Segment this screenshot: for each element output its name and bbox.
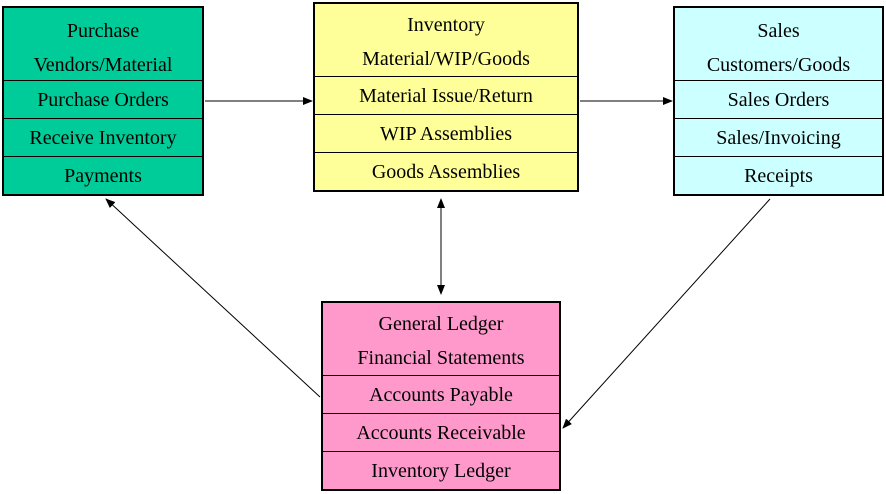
ledger-row: Accounts Payable bbox=[323, 375, 559, 413]
purchase-title: Purchase bbox=[66, 20, 140, 42]
purchase-header: Purchase Vendors/Material bbox=[4, 8, 202, 80]
arrow-ledger-to-purchase bbox=[105, 198, 321, 398]
arrow-sales-to-ledger bbox=[562, 198, 771, 429]
ledger-title: General Ledger bbox=[378, 313, 504, 335]
ledger-box: General Ledger Financial Statements Acco… bbox=[321, 301, 561, 491]
inventory-row: Material Issue/Return bbox=[315, 76, 577, 114]
purchase-box: Purchase Vendors/Material Purchase Order… bbox=[2, 6, 204, 196]
sales-row: Sales/Invoicing bbox=[675, 118, 882, 156]
purchase-row: Receive Inventory bbox=[4, 118, 202, 156]
inventory-box: Inventory Material/WIP/Goods Material Is… bbox=[313, 2, 579, 192]
inventory-subtitle: Material/WIP/Goods bbox=[362, 48, 530, 70]
sales-box: Sales Customers/Goods Sales Orders Sales… bbox=[673, 6, 884, 196]
sales-row: Sales Orders bbox=[675, 80, 882, 118]
sales-row: Receipts bbox=[675, 156, 882, 194]
inventory-row: Goods Assemblies bbox=[315, 152, 577, 190]
ledger-header: General Ledger Financial Statements bbox=[323, 303, 559, 375]
purchase-row: Payments bbox=[4, 156, 202, 194]
inventory-title: Inventory bbox=[407, 14, 485, 36]
ledger-row: Accounts Receivable bbox=[323, 413, 559, 451]
sales-header: Sales Customers/Goods bbox=[675, 8, 882, 80]
purchase-row: Purchase Orders bbox=[4, 80, 202, 118]
inventory-row: WIP Assemblies bbox=[315, 114, 577, 152]
inventory-header: Inventory Material/WIP/Goods bbox=[315, 4, 577, 76]
sales-title: Sales bbox=[757, 20, 800, 42]
purchase-subtitle: Vendors/Material bbox=[33, 54, 173, 76]
sales-subtitle: Customers/Goods bbox=[706, 54, 851, 76]
ledger-subtitle: Financial Statements bbox=[357, 347, 525, 369]
ledger-row: Inventory Ledger bbox=[323, 451, 559, 489]
